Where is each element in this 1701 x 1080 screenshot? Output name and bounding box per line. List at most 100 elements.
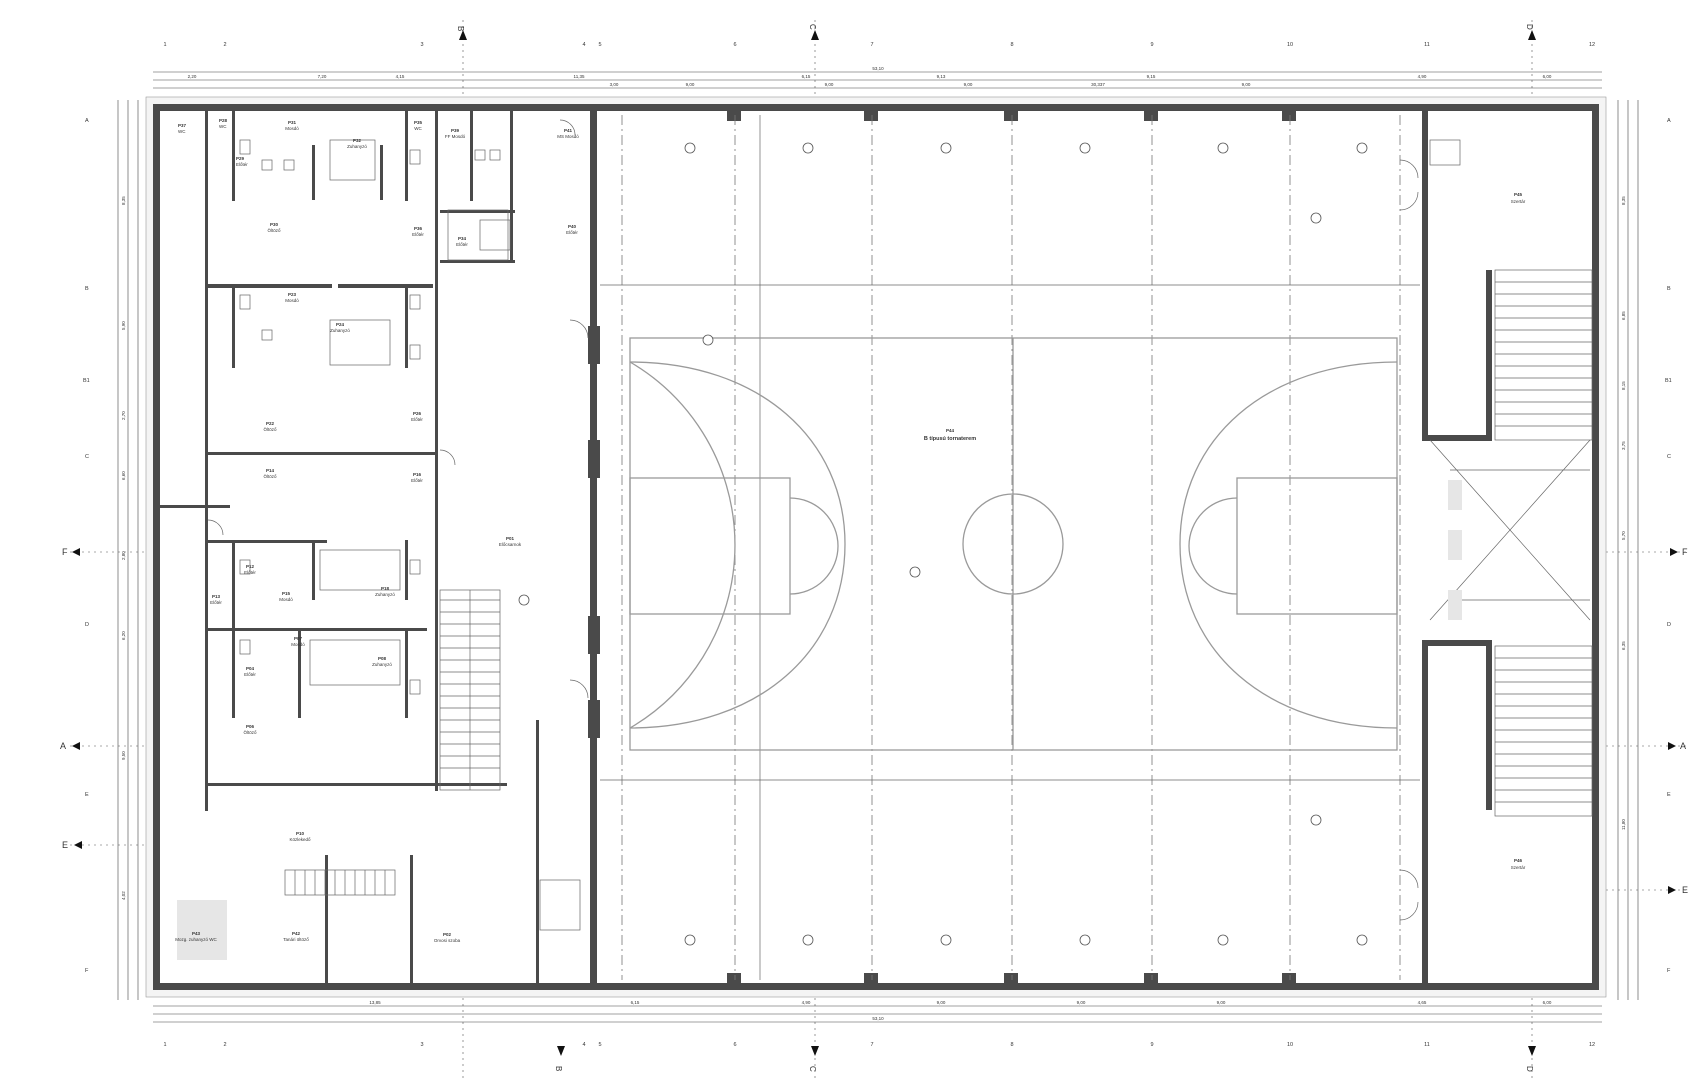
dim-mid-4: 9,00	[964, 82, 973, 87]
axis-letter-b1-left: B1	[83, 378, 90, 384]
cut-arrow-c-bottom	[811, 1046, 819, 1056]
grid-label-7: 7	[870, 42, 873, 48]
dim-overall-bottom: 53,10	[872, 1016, 884, 1021]
room-code-p23: P23	[288, 292, 297, 297]
grid-label-8: 8	[1010, 42, 1013, 48]
grid-label-9-bottom: 9	[1150, 1042, 1153, 1048]
cut-label-d-top: D	[1525, 24, 1534, 30]
grid-label-11: 11	[1424, 42, 1430, 48]
axis-letter-c-left: C	[85, 454, 89, 460]
axis-letter-e-left: E	[85, 792, 89, 798]
room-code-p18: P18	[381, 586, 390, 591]
room-code-p13: P13	[212, 594, 221, 599]
room-code-p06: P06	[246, 724, 255, 729]
grid-label-8-bottom: 8	[1010, 1042, 1013, 1048]
grid-label-5: 5	[598, 42, 601, 48]
room-code-p08: P08	[378, 656, 387, 661]
dim-left-2: 2,70	[121, 411, 126, 420]
cut-arrow-c-top	[811, 30, 819, 40]
room-name-p41: MS Mosdó	[557, 134, 579, 139]
room-code-p01: P01	[506, 536, 515, 541]
section-a-left: A	[60, 741, 66, 751]
room-name-p30: Öltöző	[267, 227, 281, 233]
room-name-p29: Előtér	[236, 162, 248, 167]
basketball-court	[629, 337, 1398, 751]
grid-label-4: 4	[582, 42, 585, 48]
room-code-p12: P12	[246, 564, 255, 569]
sanitary-fixtures	[177, 139, 1461, 960]
room-name-p44: B típusú tornaterem	[924, 436, 976, 442]
room-code-p46: P46	[1514, 858, 1523, 863]
dim-bottom-6: 4,65	[1418, 1000, 1427, 1005]
room-name-p07: Mosdó	[291, 642, 305, 647]
section-e-left: E	[62, 840, 68, 850]
dim-bottom-5: 9,00	[1217, 1000, 1226, 1005]
dim-overall-top: 53,10	[872, 66, 884, 71]
dim-right-1: 6,85	[1621, 311, 1626, 320]
grid-label-10-bottom: 10	[1287, 1042, 1293, 1048]
grid-label-2: 2	[223, 42, 226, 48]
room-name-p22: Öltöző	[263, 426, 277, 432]
room-code-p43: P43	[192, 931, 201, 936]
room-name-p43: Mozg. zuhanyzó WC	[175, 937, 217, 942]
axis-letter-b-right: B	[1667, 286, 1671, 292]
room-name-p42: Tanári öltöző	[283, 937, 309, 942]
dim-right-4: 5,70	[1621, 531, 1626, 540]
room-name-p31: Mosdó	[285, 126, 299, 131]
room-code-p22: P22	[266, 421, 275, 426]
gym-bubbles	[518, 142, 1368, 946]
room-name-p06: Öltöző	[243, 729, 257, 735]
room-name-p45: Szertár	[1511, 199, 1526, 204]
cut-arrow-b-bottom	[557, 1046, 565, 1056]
cut-arrow-b-top	[459, 30, 467, 40]
room-code-p42: P42	[292, 931, 301, 936]
grid-label-6-bottom: 6	[733, 1042, 736, 1048]
room-code-p15: P15	[282, 591, 291, 596]
room-name-p10: Közlekedő	[289, 837, 311, 842]
room-name-p40: Előtér	[566, 230, 578, 235]
room-code-p36: P36	[414, 226, 423, 231]
room-name-p23: Mosdó	[285, 298, 299, 303]
dim-bottom-0: 13,85	[369, 1000, 381, 1005]
cut-label-d-bottom: D	[1525, 1066, 1534, 1072]
grid-label-10: 10	[1287, 42, 1293, 48]
dim-top-6: 9,15	[1147, 74, 1156, 79]
bottom-dimensions: 13,85 6,15 4,90 9,00 9,00 9,00 4,65 6,00…	[153, 1000, 1602, 1023]
room-code-p14: P14	[266, 468, 275, 473]
dim-top-2: 4,15	[396, 74, 405, 79]
left-dimensions: 8,35 5,90 2,70 6,60 2,80 6,20 9,50 4,02	[117, 100, 139, 1000]
gym-axis-lines	[600, 115, 1420, 980]
dim-top-5: 9,13	[937, 74, 946, 79]
room-name-p13: Előtér	[210, 600, 222, 605]
room-code-p32: P32	[353, 138, 362, 143]
room-name-p12: Előtér	[244, 570, 256, 575]
section-f-right: F	[1682, 547, 1688, 557]
section-e-right: E	[1682, 885, 1688, 895]
room-name-p36: Előtér	[412, 232, 424, 237]
cut-label-b-top: B	[456, 26, 465, 31]
axis-letter-b1-right: B1	[1665, 378, 1672, 384]
dim-top-1: 7,20	[318, 74, 327, 79]
axis-letter-e-right: E	[1667, 792, 1671, 798]
dim-mid-2: 9,00	[686, 82, 695, 87]
dim-left-6: 9,50	[121, 751, 126, 760]
dim-mid-1: 3,00	[610, 82, 619, 87]
cut-label-c-bottom: C	[808, 1066, 817, 1072]
cut-label-b-bottom: B	[554, 1066, 563, 1071]
room-code-p35: P35	[414, 120, 423, 125]
dim-left-3: 6,60	[121, 471, 126, 480]
grid-label-12-bottom: 12	[1589, 1042, 1595, 1048]
room-name-p24: Zuhanyzó	[330, 328, 350, 333]
room-code-p02: P02	[443, 932, 452, 937]
dim-left-0: 8,35	[121, 196, 126, 205]
room-code-p10: P10	[296, 831, 305, 836]
room-name-p35: WC	[414, 126, 422, 131]
dim-left-5: 6,20	[121, 631, 126, 640]
room-code-p34: P34	[458, 236, 467, 241]
axis-letter-d-left: D	[85, 622, 89, 628]
dim-right-0: 8,35	[1621, 196, 1626, 205]
axis-letter-b-left: B	[85, 286, 89, 292]
dim-top-8: 6,00	[1543, 74, 1552, 79]
room-code-p40: P40	[568, 224, 577, 229]
room-name-p02: Orvosi szoba	[434, 938, 461, 943]
